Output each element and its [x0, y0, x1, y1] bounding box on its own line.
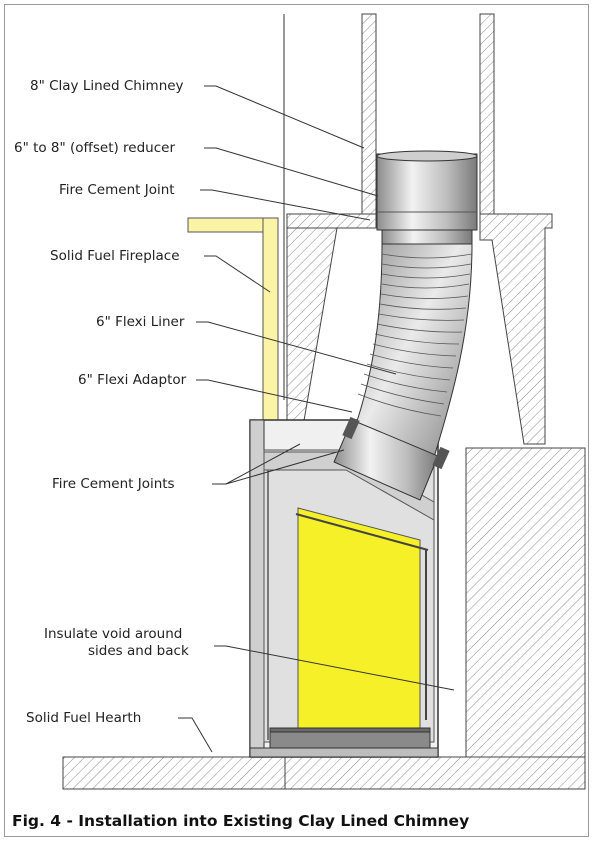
floor-slab	[284, 756, 586, 790]
stove-plinth	[249, 747, 439, 758]
label-hearth: Solid Fuel Hearth	[26, 710, 142, 726]
figure-caption: Fig. 4 - Installation into Existing Clay…	[12, 812, 470, 830]
label-fire-cement-joint: Fire Cement Joint	[59, 182, 175, 198]
fireplace-upright	[262, 217, 279, 447]
label-chimney: 8" Clay Lined Chimney	[30, 78, 184, 94]
chimney-liner-right	[479, 13, 495, 215]
stove-ashpan	[269, 731, 431, 749]
leader-reducer	[204, 147, 379, 197]
leader-hearth	[178, 717, 213, 753]
label-flexi-adaptor: 6" Flexi Adaptor	[78, 372, 187, 388]
stove-front	[249, 419, 265, 758]
hearth-slab	[62, 756, 286, 790]
reducer-body	[376, 153, 478, 231]
chimney-breast-right	[479, 213, 553, 445]
leader-flexi-liner	[196, 321, 397, 375]
flexi-adaptor	[333, 416, 450, 501]
label-insulate-line2: sides and back	[88, 643, 189, 659]
leader-cement-joint	[200, 189, 371, 221]
label-reducer: 6" to 8" (offset) reducer	[14, 140, 176, 156]
label-fire-cement-joints: Fire Cement Joints	[52, 476, 175, 492]
back-wall	[465, 447, 586, 758]
reducer-top	[376, 150, 478, 162]
flexi-liner-corrugations	[357, 253, 473, 417]
reducer	[376, 150, 478, 245]
label-flexi-liner: 6" Flexi Liner	[96, 314, 185, 330]
leader-flexi-adaptor	[196, 379, 353, 413]
leader-joints-b	[212, 449, 345, 485]
leader-lines	[178, 85, 455, 753]
label-insulate-line1: Insulate void around	[44, 626, 183, 642]
stove-glass-window	[297, 507, 421, 729]
stove	[249, 419, 439, 758]
label-fireplace: Solid Fuel Fireplace	[50, 248, 180, 264]
leader-chimney	[204, 85, 365, 149]
leader-fireplace	[204, 255, 271, 293]
chimney-liner-left	[361, 13, 377, 215]
stove-door-rail	[295, 513, 429, 551]
reducer-neck	[381, 229, 473, 245]
leader-insulate	[214, 645, 455, 691]
